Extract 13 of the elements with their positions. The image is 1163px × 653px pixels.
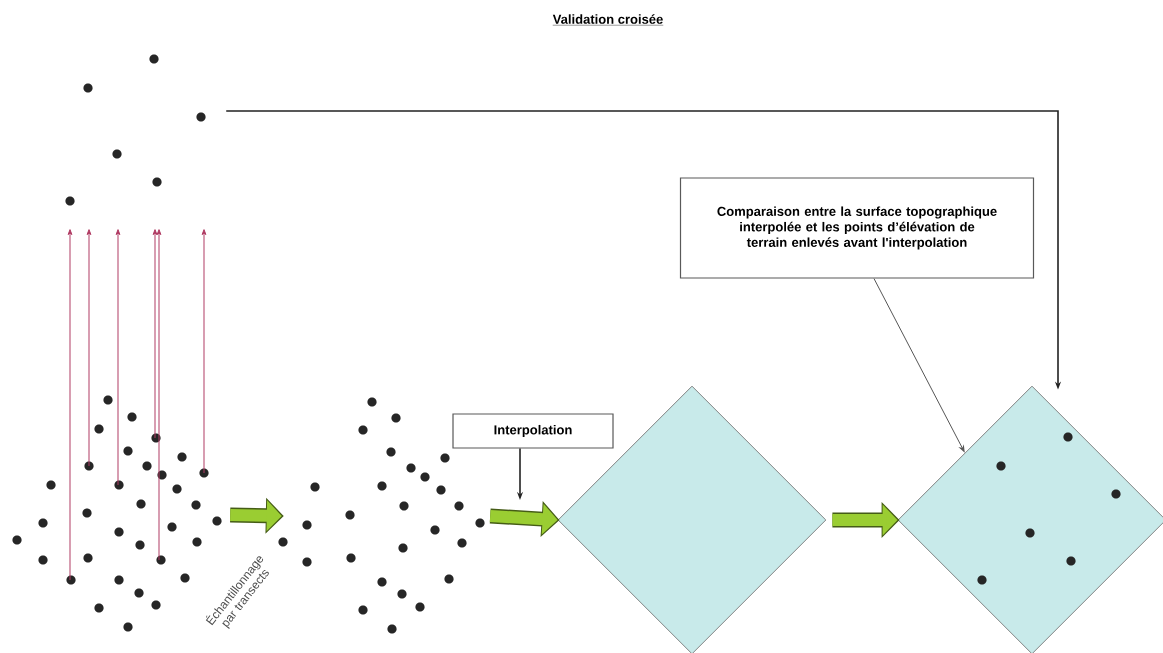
title: Validation croisée: [552, 14, 664, 26]
text-box: Comparaison entre la surface topographique interpolée et les points d’élévation de terrain enlevés avant l'interpolation: [679, 177, 1035, 279]
text-box: Interpolation: [452, 413, 614, 449]
arrow: [86, 229, 92, 467]
arrow: [67, 229, 73, 581]
arrow: [152, 229, 158, 439]
arrow: [201, 229, 207, 474]
point-cloud: [65, 54, 206, 206]
arrow: [873, 278, 965, 453]
arrow: [115, 229, 121, 486]
point-cloud: [278, 397, 485, 634]
surface-diamond: [897, 385, 1163, 653]
arrow: [156, 229, 162, 561]
